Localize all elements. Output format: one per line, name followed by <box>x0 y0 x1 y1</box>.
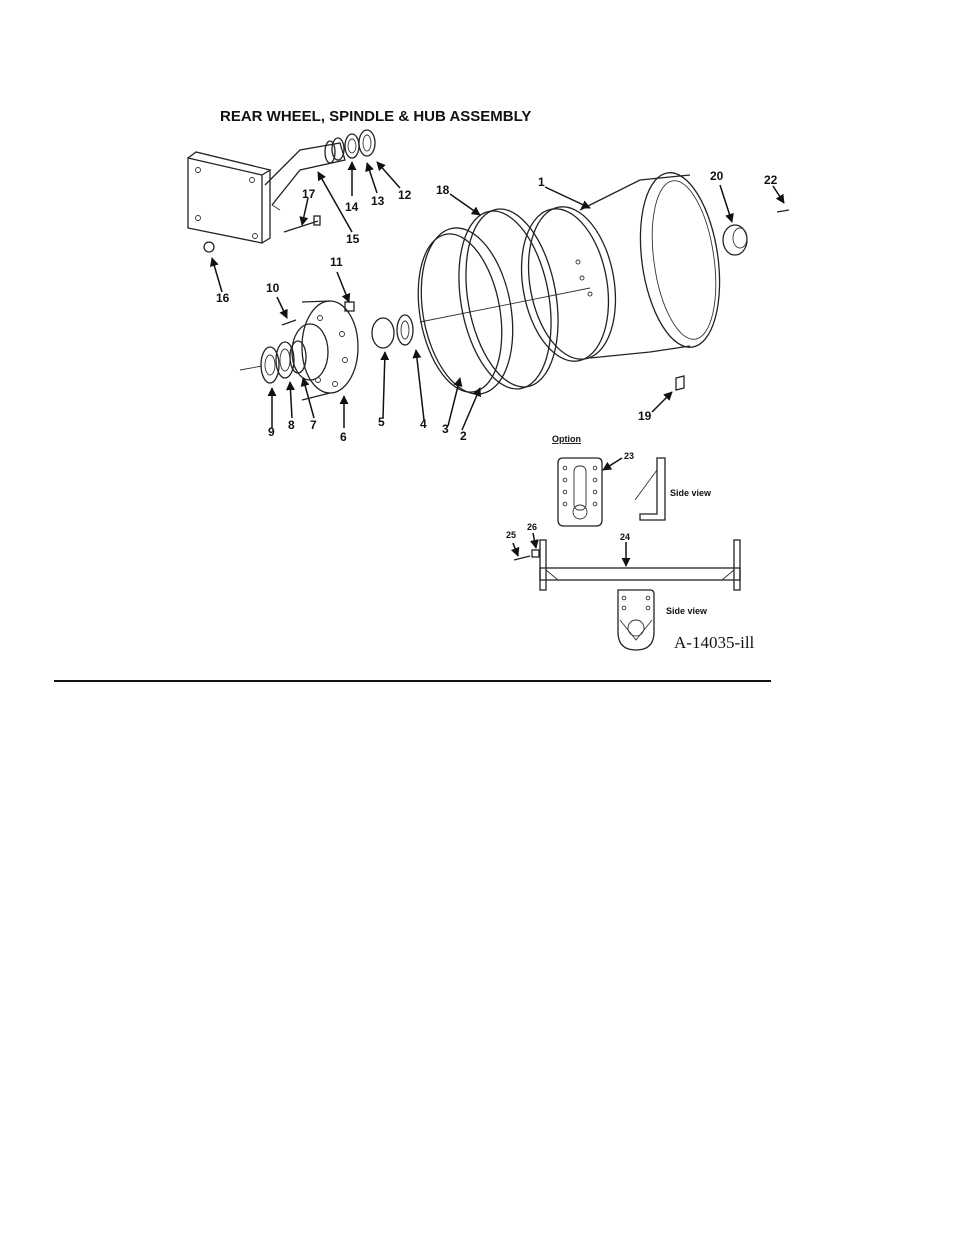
callout-26: 26 <box>527 522 537 532</box>
side-view-label-1: Side view <box>670 488 712 498</box>
callout-18: 18 <box>436 183 450 197</box>
callout-7: 7 <box>310 418 317 432</box>
spindle-nut-washers <box>331 129 376 161</box>
callout-20: 20 <box>710 169 724 183</box>
hub <box>291 300 359 401</box>
option-inset: Option Side view Side view <box>513 434 741 651</box>
spindle-assembly <box>187 140 346 244</box>
option-label: Option <box>552 434 581 444</box>
exploded-assembly-diagram: REAR WHEEL, SPINDLE & HUB ASSEMBLY <box>54 108 790 682</box>
callout-5: 5 <box>378 415 385 429</box>
callout-22: 22 <box>764 173 778 187</box>
outer-bearing <box>371 314 414 349</box>
callout-16: 16 <box>216 291 230 305</box>
callout-10: 10 <box>266 281 280 295</box>
callout-15: 15 <box>346 232 360 246</box>
callout-6: 6 <box>340 430 347 444</box>
callout-8: 8 <box>288 418 295 432</box>
callout-3: 3 <box>442 422 449 436</box>
callout-25: 25 <box>506 530 516 540</box>
screw-22 <box>776 209 790 213</box>
callout-17: 17 <box>302 187 316 201</box>
leader-lines <box>209 161 785 567</box>
callout-4: 4 <box>420 417 427 431</box>
callout-14: 14 <box>345 200 359 214</box>
callout-1: 1 <box>538 175 545 189</box>
callout-13: 13 <box>371 194 385 208</box>
lock-rings <box>417 208 559 395</box>
callout-24: 24 <box>620 532 630 542</box>
diagram-title: REAR WHEEL, SPINDLE & HUB ASSEMBLY <box>220 108 531 125</box>
callout-11: 11 <box>330 255 343 269</box>
valve-19 <box>675 375 685 391</box>
callout-labels: 1 2 3 4 5 6 7 8 9 10 11 12 13 14 15 16 1… <box>216 169 778 542</box>
figure-reference: A-14035-ill <box>674 633 755 652</box>
axis-line <box>419 287 591 323</box>
callout-19: 19 <box>638 409 652 423</box>
hub-cap <box>722 224 748 256</box>
wheel-rim <box>520 172 721 362</box>
callout-12: 12 <box>398 188 412 202</box>
callout-2: 2 <box>460 429 467 443</box>
inner-bearing-and-seal <box>239 340 307 384</box>
bolt-17 <box>283 215 321 233</box>
callout-23: 23 <box>624 451 634 461</box>
nut-16 <box>203 241 215 253</box>
side-view-label-2: Side view <box>666 606 708 616</box>
stud-10 <box>281 319 297 326</box>
callout-9: 9 <box>268 425 275 439</box>
